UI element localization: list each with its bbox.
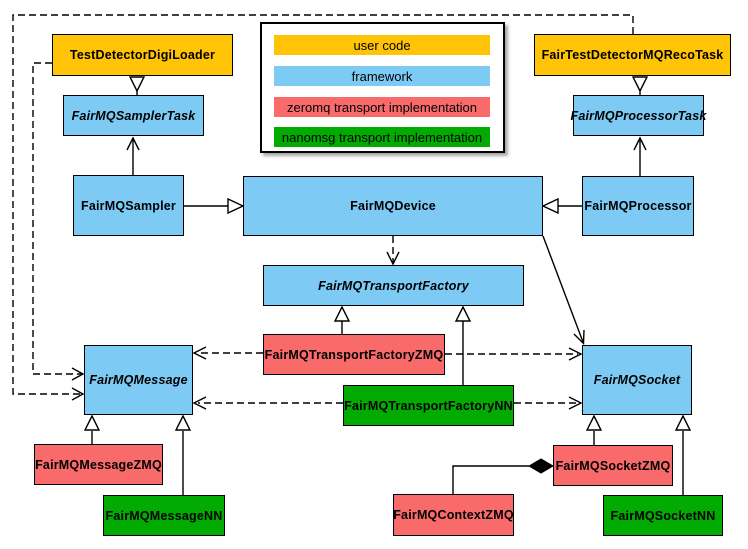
class-box-fairmqcontextzmq: FairMQContextZMQ — [393, 494, 514, 536]
composition-diamond-icon — [528, 458, 554, 474]
generalization-arrowhead-icon — [128, 76, 146, 93]
legend-item-label: framework — [351, 68, 413, 84]
open-arrowhead-icon — [126, 136, 140, 151]
generalization-arrowhead-icon — [631, 76, 649, 93]
class-box-fairmqprocessortask: FairMQProcessorTask — [570, 95, 707, 136]
edge-dependency-fairmqtransportfactorynn-fairmqmessage — [192, 396, 343, 410]
class-label: FairMQDevice — [350, 199, 436, 213]
legend-item-nanomsg: nanomsg transport implementation — [274, 127, 490, 147]
class-label: FairMQSampler — [81, 198, 176, 213]
open-arrowhead-icon — [573, 329, 585, 346]
class-box-fairmqprocessor: FairMQProcessor — [582, 176, 694, 236]
class-label: FairMQTransportFactory — [318, 278, 469, 293]
edge-dependency-testdetectordigiloader-fairmqmessage — [32, 62, 85, 381]
edge-composition-fairmqcontextzmq-fairmqsocketzmq — [452, 458, 554, 494]
legend-item-label: zeromq transport implementation — [286, 99, 478, 115]
class-box-fairmqmessage: FairMQMessage — [84, 345, 193, 415]
edge-dependency-fairmqtransportfactoryzmq-fairmqsocket — [445, 347, 583, 361]
edge-generalization-fairmqmessagezmq-fairmqmessage — [83, 414, 101, 444]
legend-item-user: user code — [274, 35, 490, 55]
class-label: FairMQTransportFactoryZMQ — [264, 347, 444, 362]
legend-item-label: nanomsg transport implementation — [281, 129, 483, 145]
class-box-fairmqsocket: FairMQSocket — [582, 345, 692, 415]
edge-generalization-fairmqsocketzmq-fairmqsocket — [585, 414, 603, 445]
generalization-arrowhead-icon — [227, 197, 245, 215]
edge-generalization-fairmqtransportfactoryzmq-fairmqtransportfactory — [333, 305, 351, 334]
edge-generalization-fairmqtransportfactorynn-fairmqtransportfactory — [454, 305, 472, 385]
edge-generalization-fairmqmessagenn-fairmqmessage — [174, 414, 192, 495]
class-label: FairMQProcessorTask — [570, 108, 707, 123]
open-arrowhead-icon — [71, 387, 85, 401]
class-label: FairMQMessage — [89, 373, 188, 387]
generalization-arrowhead-icon — [585, 414, 603, 431]
legend-box: user code framework zeromq transport imple… — [260, 22, 505, 153]
class-box-fairmqtransportfactoryzmq: FairMQTransportFactoryZMQ — [263, 334, 445, 375]
class-label: FairMQSocketZMQ — [555, 458, 671, 473]
class-box-fairmqsamplertask: FairMQSamplerTask — [63, 95, 204, 136]
class-label: FairMQSamplerTask — [71, 108, 196, 123]
generalization-arrowhead-icon — [674, 414, 692, 431]
edge-association-fairmqdevice-fairmqsocket — [542, 235, 585, 346]
legend-item-label: user code — [353, 37, 411, 53]
edge-dependency-fairmqdevice-fairmqtransportfactory — [386, 236, 400, 266]
class-box-fairmqsocketnn: FairMQSocketNN — [603, 495, 723, 536]
generalization-arrowhead-icon — [174, 414, 192, 431]
class-label: FairMQTransportFactoryNN — [344, 398, 513, 413]
open-arrowhead-icon — [192, 346, 207, 360]
edge-association-fairmqsampler-fairmqsamplertask — [126, 136, 140, 175]
open-arrowhead-icon — [633, 136, 647, 151]
class-box-fairtestdetectormqrecotask: FairTestDetectorMQRecoTask — [534, 34, 731, 76]
generalization-arrowhead-icon — [333, 305, 351, 322]
generalization-arrowhead-icon — [454, 305, 472, 322]
class-label: FairTestDetectorMQRecoTask — [541, 48, 724, 62]
edge-generalization-fairtestdetectormqrecotask-fairmqprocessortask — [631, 76, 649, 95]
open-arrowhead-icon — [71, 367, 85, 381]
class-box-fairmqdevice: FairMQDevice — [243, 176, 543, 236]
class-box-fairmqmessagezmq: FairMQMessageZMQ — [34, 444, 163, 485]
edge-generalization-testdetectordigiloader-fairmqsamplertask — [128, 76, 146, 95]
edge-dependency-fairmqtransportfactorynn-fairmqsocket — [514, 396, 583, 410]
class-label: FairMQMessageZMQ — [35, 457, 162, 472]
edge-dependency-fairmqtransportfactoryzmq-fairmqmessage — [192, 346, 263, 360]
class-label: FairMQProcessor — [584, 199, 692, 213]
class-label: FairMQSocketNN — [610, 508, 716, 523]
open-arrowhead-icon — [568, 347, 583, 361]
class-box-fairmqsampler: FairMQSampler — [73, 175, 184, 236]
generalization-arrowhead-icon — [83, 414, 101, 431]
class-label: FairMQSocket — [593, 373, 681, 387]
edge-generalization-fairmqsampler-fairmqdevice — [184, 197, 245, 215]
generalization-arrowhead-icon — [541, 197, 559, 215]
legend-item-zeromq: zeromq transport implementation — [274, 97, 490, 117]
edge-generalization-fairmqsocketnn-fairmqsocket — [674, 414, 692, 495]
legend-item-framework: framework — [274, 66, 490, 86]
open-arrowhead-icon — [192, 396, 207, 410]
class-label: TestDetectorDigiLoader — [69, 48, 216, 62]
class-box-fairmqsocketzmq: FairMQSocketZMQ — [553, 445, 673, 486]
edge-association-fairmqprocessor-fairmqprocessortask — [633, 136, 647, 176]
edge-dependency-fairtestdetectormqrecotask-fairmqmessage — [12, 14, 634, 401]
class-box-testdetectordigiloader: TestDetectorDigiLoader — [52, 34, 233, 76]
class-box-fairmqtransportfactory: FairMQTransportFactory — [263, 265, 524, 306]
class-label: FairMQContextZMQ — [393, 508, 514, 522]
class-label: FairMQMessageNN — [105, 508, 223, 523]
class-box-fairmqtransportfactorynn: FairMQTransportFactoryNN — [343, 385, 514, 426]
open-arrowhead-icon — [568, 396, 583, 410]
class-box-fairmqmessagenn: FairMQMessageNN — [103, 495, 225, 536]
open-arrowhead-icon — [386, 251, 400, 266]
edge-generalization-fairmqprocessor-fairmqdevice — [541, 197, 582, 215]
